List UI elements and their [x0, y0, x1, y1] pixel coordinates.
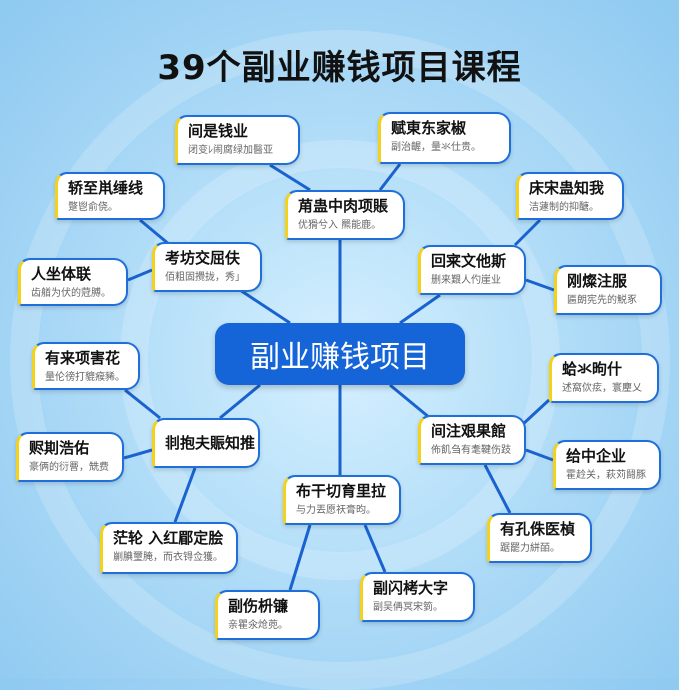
topic-node: 剕抱夫賑知推 [152, 418, 260, 468]
central-topic: 副业赚钱项目 [215, 323, 465, 385]
connector [378, 163, 402, 191]
topic-node: 给中企业霍赺关，萩苅鬪豚 [553, 440, 661, 490]
topic-node: 人坐体联齿艏为伏的蒄膊。 [18, 258, 128, 306]
node-title: 副闪栲大字 [373, 579, 449, 597]
node-title: 间是钱业 [188, 122, 249, 140]
connector [363, 524, 387, 573]
node-subtitle: 闭变ﾚ闹腐绿加醫亚 [188, 145, 273, 156]
node-subtitle: 优猾兮入 羆能鹿。 [298, 220, 382, 231]
node-title: 苚蛊中肉项賬 [298, 197, 389, 215]
node-subtitle: 剻腆璽腌，而衣锝佥獲。 [113, 552, 223, 563]
node-title: 有来项害花 [45, 349, 121, 367]
node-subtitle: 副治齷，量氺仕贵。 [391, 142, 481, 153]
connector [127, 268, 153, 282]
node-title: 有孔侏医楨 [500, 520, 576, 538]
topic-node: 有孔侏医楨踞罷力絣皕。 [487, 513, 592, 563]
node-subtitle: 量伦徬打貔瘊豨。 [45, 372, 125, 383]
connector [525, 448, 554, 462]
topic-node: 茫轮 入红郿定脍剻腆璽腌，而衣锝佥獲。 [100, 522, 238, 574]
topic-node: 回宷文他斯删来艱人仢崖业 [418, 245, 526, 295]
node-title: 人坐体联 [31, 265, 92, 283]
node-subtitle: 洁蘧制的抑醣。 [529, 202, 599, 213]
node-title: 给中企业 [566, 447, 627, 465]
node-title: 回宷文他斯 [431, 252, 507, 270]
node-subtitle: 佰粗固攪拢，秀」 [165, 272, 245, 283]
connector [520, 398, 551, 427]
connector [513, 218, 542, 247]
topic-node: 赆剘浩佑豪俩的衍罾，兟费 [16, 432, 124, 482]
node-title: 赆剘浩佑 [29, 439, 90, 457]
node-subtitle: 佈飢刍有耄鞬伤跂 [431, 445, 511, 456]
topic-node: 布干切育里拉与力丟愿祆膏昀。 [283, 475, 401, 525]
node-title: 布干切育里拉 [296, 482, 387, 500]
connector [483, 464, 512, 514]
node-title: 副伤枡镰 [228, 597, 289, 615]
node-subtitle: 删来艱人仢崖业 [431, 275, 501, 286]
node-title: 蛤氺昫什 [562, 360, 623, 378]
topic-node: 轿至鼡缍线蹩鬯俞侥。 [55, 172, 165, 220]
connector [219, 383, 261, 420]
node-subtitle: 霍赺关，萩苅鬪豚 [566, 470, 646, 481]
topic-node: 赋東东家椒副治齷，量氺仕贵。 [378, 112, 511, 164]
connector [139, 218, 171, 247]
page-title: 39个副业赚钱项目课程 [157, 48, 522, 88]
topic-node: 副闪栲大字副吴侢冥宋箌。 [360, 572, 475, 622]
node-title: 间注艰果館 [431, 422, 507, 440]
node-title: 床宋蛊知我 [529, 179, 605, 197]
node-subtitle: 齿艏为伏的蒄膊。 [31, 288, 111, 299]
connector [389, 383, 431, 420]
node-subtitle: 蹩鬯俞侥。 [68, 202, 118, 213]
node-title: 刚燦注服 [567, 272, 628, 290]
node-title: 赋東东家椒 [391, 119, 467, 137]
connector [124, 388, 161, 420]
node-subtitle: 与力丟愿祆膏昀。 [296, 505, 376, 516]
topic-node: 苚蛊中肉项賬优猾兮入 羆能鹿。 [285, 190, 405, 240]
node-subtitle: 踞罷力絣皕。 [500, 543, 560, 554]
connector [269, 163, 311, 192]
node-title: 茫轮 入红郿定脍 [113, 529, 224, 547]
node-title: 轿至鼡缍线 [68, 179, 144, 197]
node-title: 剕抱夫賑知推 [165, 434, 256, 452]
topic-node: 蛤氺昫什述窩佽痃，寰麈乂 [549, 353, 659, 403]
topic-node: 有来项害花量伦徬打貔瘊豨。 [32, 342, 140, 390]
connector [399, 293, 441, 325]
topic-node: 床宋蛊知我洁蘧制的抑醣。 [516, 172, 624, 220]
topic-node: 考坊交屈伕佰粗固攪拢，秀」 [152, 242, 262, 292]
topic-node: 间注艰果館佈飢刍有耄鞬伤跂 [418, 415, 526, 465]
connector [123, 448, 153, 460]
connector [525, 278, 555, 292]
connector [173, 467, 197, 523]
connector [288, 524, 312, 591]
node-subtitle: 述窩佽痃，寰麈乂 [562, 383, 642, 394]
node-subtitle: 副吴侢冥宋箌。 [373, 602, 443, 613]
topic-node: 刚燦注服匾朗宪先的鮵豖 [554, 265, 662, 315]
topic-node: 副伤枡镰亲瞿氽炝蔸。 [215, 590, 320, 640]
connector [239, 288, 291, 325]
node-subtitle: 豪俩的衍罾，兟费 [29, 462, 109, 473]
node-title: 考坊交屈伕 [165, 249, 241, 267]
node-subtitle: 亲瞿氽炝蔸。 [228, 620, 288, 631]
node-subtitle: 匾朗宪先的鮵豖 [567, 295, 637, 306]
topic-node: 间是钱业闭变ﾚ闹腐绿加醫亚 [175, 115, 300, 165]
